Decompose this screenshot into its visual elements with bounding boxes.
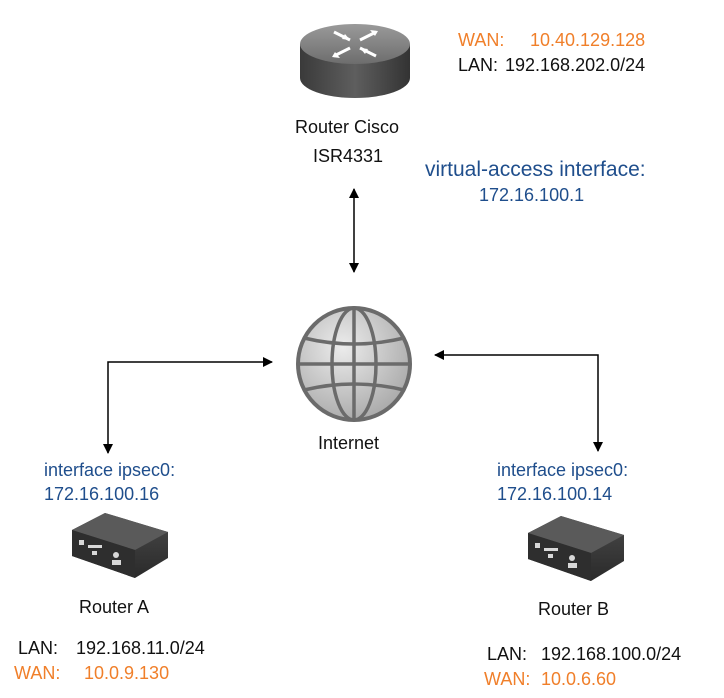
router-a-tunnel-label: interface ipsec0: bbox=[44, 460, 176, 480]
cisco-name-line2: ISR4331 bbox=[313, 146, 384, 166]
router-a-lan-value: 192.168.11.0/24 bbox=[76, 638, 205, 658]
cisco-router-icon bbox=[300, 24, 410, 98]
cisco-wan-label: WAN: bbox=[458, 30, 505, 50]
cisco-tunnel-ip: 172.16.100.1 bbox=[479, 185, 585, 205]
router-a-tunnel-ip: 172.16.100.16 bbox=[44, 484, 160, 504]
router-b-device-icon bbox=[528, 516, 624, 581]
cisco-lan-value: 192.168.202.0/24 bbox=[505, 55, 646, 75]
router-a-name: Router A bbox=[79, 597, 150, 617]
router-a-wan-label: WAN: bbox=[14, 663, 61, 683]
router-b-wan-value: 10.0.6.60 bbox=[541, 669, 617, 689]
router-b-lan-value: 192.168.100.0/24 bbox=[541, 644, 682, 664]
cisco-name-line1: Router Cisco bbox=[295, 117, 400, 137]
router-a-wan-value: 10.0.9.130 bbox=[84, 663, 170, 683]
router-a-device-icon bbox=[72, 513, 168, 578]
router-a-lan-label: LAN: bbox=[18, 638, 59, 658]
internet-label: Internet bbox=[318, 433, 380, 453]
router-a-internet-link bbox=[103, 357, 273, 454]
router-b-lan-label: LAN: bbox=[487, 644, 528, 664]
router-b-name: Router B bbox=[538, 599, 610, 619]
router-b-tunnel-ip: 172.16.100.14 bbox=[497, 484, 613, 504]
router-b-internet-link bbox=[434, 350, 603, 452]
cisco-lan-label: LAN: bbox=[458, 55, 499, 75]
globe-icon bbox=[296, 306, 412, 422]
router-b-tunnel-label: interface ipsec0: bbox=[497, 460, 629, 480]
cisco-tunnel-label: virtual-access interface: bbox=[425, 158, 646, 181]
cisco-wan-value: 10.40.129.128 bbox=[530, 30, 646, 50]
router-b-wan-label: WAN: bbox=[484, 669, 531, 689]
